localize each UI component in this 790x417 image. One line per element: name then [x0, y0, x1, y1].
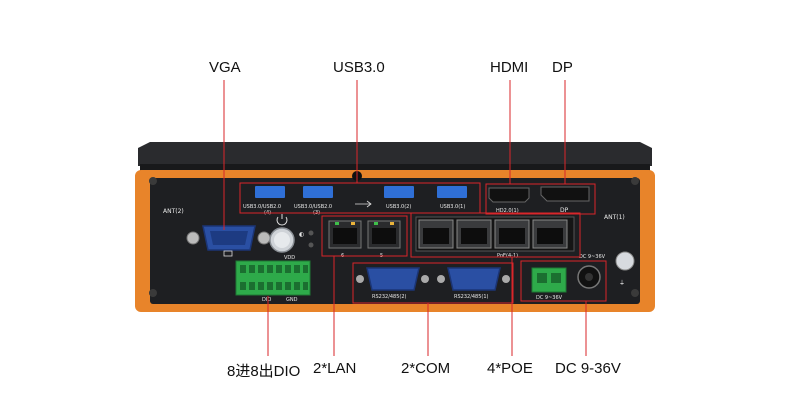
usb-highlight-box	[239, 182, 481, 214]
dp-port	[540, 186, 590, 202]
dio-terminal: VDD DIO GND	[235, 255, 311, 303]
com-label-2: RS232/485(2)	[372, 294, 407, 300]
lan-ports: 6 5	[328, 220, 401, 259]
com-port-2	[366, 267, 420, 291]
ant-right-label: ANT(1)	[604, 214, 625, 221]
com-port-1	[447, 267, 501, 291]
dp-label: DP	[560, 207, 569, 214]
callout-hdmi: HDMI	[490, 59, 529, 76]
display-highlight-box	[485, 183, 596, 215]
usb-label-1: USB3.0(1)	[440, 204, 465, 210]
com-highlight-box	[352, 262, 514, 304]
com-label-1: RS232/485(1)	[454, 294, 489, 300]
power-button: ◐	[269, 214, 314, 253]
power-icon	[276, 214, 288, 226]
callout-dio: 8进8出DIO	[227, 363, 301, 380]
led-icon: ◐	[299, 231, 304, 238]
lan-highlight-box	[321, 215, 408, 257]
display-ports: HD2.0(1) DP	[488, 186, 590, 214]
poe-label: PoE(4-1)	[497, 253, 518, 259]
usb-label-2: USB3.0(2)	[386, 204, 411, 210]
callout-lines	[223, 80, 607, 356]
vga-port	[186, 225, 271, 257]
dc-label-bottom: DC 9~36V	[536, 295, 563, 301]
vdd-label: VDD	[284, 255, 295, 261]
usb-icon	[355, 200, 372, 208]
usb-port-3	[303, 186, 333, 198]
callout-usb: USB3.0	[333, 59, 385, 76]
usb-label-3: USB3.0/USB2.0	[294, 204, 332, 210]
gnd-label: GND	[286, 297, 298, 303]
poe-highlight-box	[410, 212, 581, 258]
monitor-icon	[223, 250, 233, 257]
hdmi-port	[488, 187, 530, 203]
hdmi-label: HD2.0(1)	[496, 208, 519, 214]
usb-ports: USB3.0/USB2.0 (4) USB3.0/USB2.0 (3) USB3…	[243, 186, 467, 216]
poe-ports: PoE(4-1)	[415, 216, 575, 259]
dc-label-top: DC 9~36V	[579, 254, 606, 260]
callout-lan: 2*LAN	[313, 360, 357, 377]
dio-label: DIO	[262, 297, 271, 303]
usb-port-4	[255, 186, 285, 198]
usb-label-4: USB3.0/USB2.0	[243, 204, 281, 210]
ant-left-label: ANT(2)	[163, 208, 184, 215]
callout-vga: VGA	[209, 59, 241, 76]
dc-input: ⏚ DC 9~36V DC 9~36V	[531, 251, 635, 301]
usb-port-2	[384, 186, 414, 198]
ground-screw	[615, 251, 635, 271]
callout-dc: DC 9-36V	[555, 360, 621, 377]
dc-highlight-box	[520, 260, 607, 302]
ground-icon: ⏚	[619, 280, 625, 287]
usb-port-1	[437, 186, 467, 198]
com-ports: RS232/485(2) RS232/485(1)	[356, 267, 510, 300]
callout-dp: DP	[552, 59, 573, 76]
callout-poe: 4*POE	[487, 360, 533, 377]
callout-com: 2*COM	[401, 360, 451, 377]
